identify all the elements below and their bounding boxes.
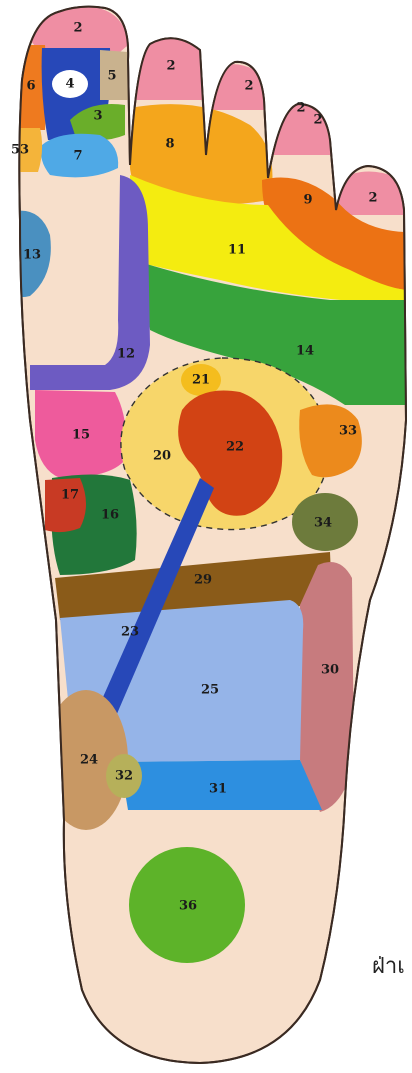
label-zone-25: 25 bbox=[201, 683, 219, 698]
zone-17 bbox=[45, 478, 86, 532]
label-zone-14: 14 bbox=[296, 344, 314, 359]
label-zone-7: 7 bbox=[73, 149, 82, 164]
label-zone-20: 20 bbox=[153, 449, 171, 464]
label-zone-36: 36 bbox=[179, 899, 197, 914]
label-zone-17: 17 bbox=[61, 488, 79, 503]
label-zone-8: 8 bbox=[165, 137, 174, 152]
label-zone-2: 2 bbox=[244, 79, 253, 94]
label-zone-11: 11 bbox=[228, 243, 246, 258]
label-zone-24: 24 bbox=[80, 753, 98, 768]
label-zone-34: 34 bbox=[314, 516, 332, 531]
label-zone-23: 23 bbox=[121, 625, 139, 640]
label-zone-30: 30 bbox=[321, 663, 339, 678]
label-zone-3: 3 bbox=[93, 109, 102, 124]
label-zone-12: 12 bbox=[117, 347, 135, 362]
label-zone-33: 33 bbox=[339, 424, 357, 439]
label-zone-13: 13 bbox=[23, 248, 41, 263]
label-zone-22: 22 bbox=[226, 440, 244, 455]
label-zone-5: 5 bbox=[107, 69, 116, 84]
label-zone-21: 21 bbox=[192, 373, 210, 388]
zone-33 bbox=[299, 404, 362, 477]
label-zone-53: 53 bbox=[11, 143, 29, 158]
caption-text: ฝ่าเ bbox=[372, 948, 405, 983]
label-zone-31: 31 bbox=[209, 782, 227, 797]
label-zone-2: 2 bbox=[296, 101, 305, 116]
label-zone-2: 2 bbox=[166, 59, 175, 74]
label-zone-32: 32 bbox=[115, 769, 133, 784]
label-zone-2: 2 bbox=[73, 21, 82, 36]
label-zone-2: 2 bbox=[313, 113, 322, 128]
label-zone-15: 15 bbox=[72, 428, 90, 443]
label-zone-29: 29 bbox=[194, 573, 212, 588]
label-zone-16: 16 bbox=[101, 508, 119, 523]
label-zone-6: 6 bbox=[26, 79, 35, 94]
label-zone-2: 2 bbox=[368, 191, 377, 206]
label-zone-4: 4 bbox=[65, 77, 74, 92]
zone-2-toe3 bbox=[208, 64, 266, 110]
label-zone-9: 9 bbox=[303, 193, 312, 208]
